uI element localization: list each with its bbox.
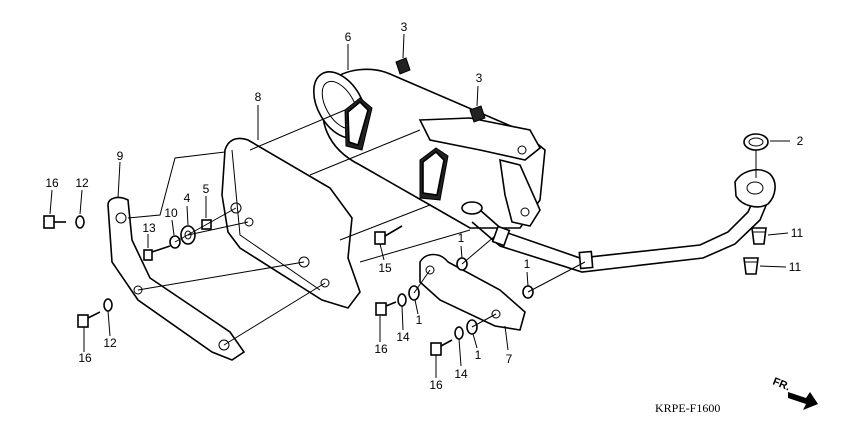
callout-12: 12 bbox=[75, 176, 89, 190]
callout-16: 16 bbox=[429, 378, 443, 392]
callout-14: 14 bbox=[454, 367, 468, 381]
diagram-code: KRPE-F1600 bbox=[655, 401, 720, 415]
flange-bolt-middle bbox=[375, 301, 397, 316]
callout-6: 6 bbox=[345, 30, 352, 44]
flange-bolt-lower-left bbox=[77, 311, 101, 328]
callout-1: 1 bbox=[524, 257, 531, 271]
callout-4: 4 bbox=[184, 191, 191, 205]
callout-10: 10 bbox=[164, 206, 178, 220]
callout-12: 12 bbox=[103, 336, 117, 350]
washer-14-lower bbox=[454, 326, 464, 340]
washer-lower-left bbox=[103, 298, 113, 312]
callout-3: 3 bbox=[401, 20, 408, 34]
callout-11: 11 bbox=[789, 260, 802, 274]
callout-15: 15 bbox=[378, 261, 392, 275]
cap-nut-upper bbox=[751, 227, 767, 245]
flange-bolt-upper-left bbox=[43, 215, 66, 229]
front-arrow-icon bbox=[788, 392, 818, 410]
muffler-guard bbox=[419, 253, 526, 331]
exhaust-pipe bbox=[471, 169, 776, 273]
assembly-lines bbox=[127, 109, 757, 346]
callout-16: 16 bbox=[78, 351, 92, 365]
leader-lines bbox=[49, 33, 790, 378]
washer-14-middle bbox=[397, 293, 407, 307]
callout-1: 1 bbox=[475, 348, 482, 362]
front-label: FR. bbox=[771, 376, 792, 394]
clip-nut-upper bbox=[395, 57, 411, 75]
front-direction-indicator: FR. bbox=[771, 376, 818, 410]
gasket bbox=[743, 133, 769, 151]
callout-3: 3 bbox=[476, 71, 483, 85]
callout-1: 1 bbox=[458, 231, 465, 245]
washer-upper-left bbox=[75, 215, 85, 229]
callout-14: 14 bbox=[396, 330, 410, 344]
callout-11: 11 bbox=[791, 226, 804, 240]
flange-bolt-lower bbox=[430, 339, 453, 356]
callout-1: 1 bbox=[416, 313, 423, 327]
heat-shield bbox=[221, 137, 361, 309]
callout-9: 9 bbox=[117, 149, 124, 163]
muffler-protector bbox=[107, 196, 246, 361]
muffler bbox=[312, 68, 546, 229]
cap-nut-lower bbox=[743, 257, 759, 275]
callout-16: 16 bbox=[45, 176, 59, 190]
callout-13: 13 bbox=[142, 221, 156, 235]
callout-5: 5 bbox=[203, 182, 210, 196]
callout-8: 8 bbox=[255, 90, 262, 104]
callout-7: 7 bbox=[506, 352, 513, 366]
callout-2: 2 bbox=[797, 134, 804, 148]
bolt-13 bbox=[143, 245, 171, 261]
clip-nut-lower bbox=[469, 105, 486, 123]
callout-16: 16 bbox=[374, 342, 388, 356]
bolt-15 bbox=[374, 225, 403, 245]
